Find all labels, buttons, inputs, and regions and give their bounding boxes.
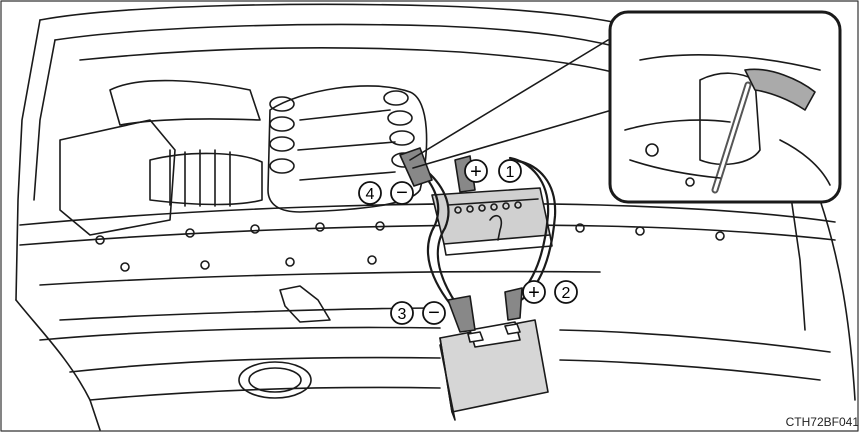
step-3-label: 3 − [391,302,445,324]
step-4-number: 4 [366,186,375,203]
step-1-sign: + [470,161,482,183]
step-3-sign: − [428,302,440,324]
step-4-label: 4 − [359,182,413,204]
step-1-number: 1 [506,164,515,181]
figure-code: CTH72BF041 [786,415,859,429]
step-3-number: 3 [398,306,407,323]
step-2-label: + 2 [523,281,577,304]
step-2-sign: + [528,282,540,304]
step-4-sign: − [396,182,408,204]
step-2-number: 2 [562,285,571,302]
step-1-label: + 1 [465,160,521,183]
